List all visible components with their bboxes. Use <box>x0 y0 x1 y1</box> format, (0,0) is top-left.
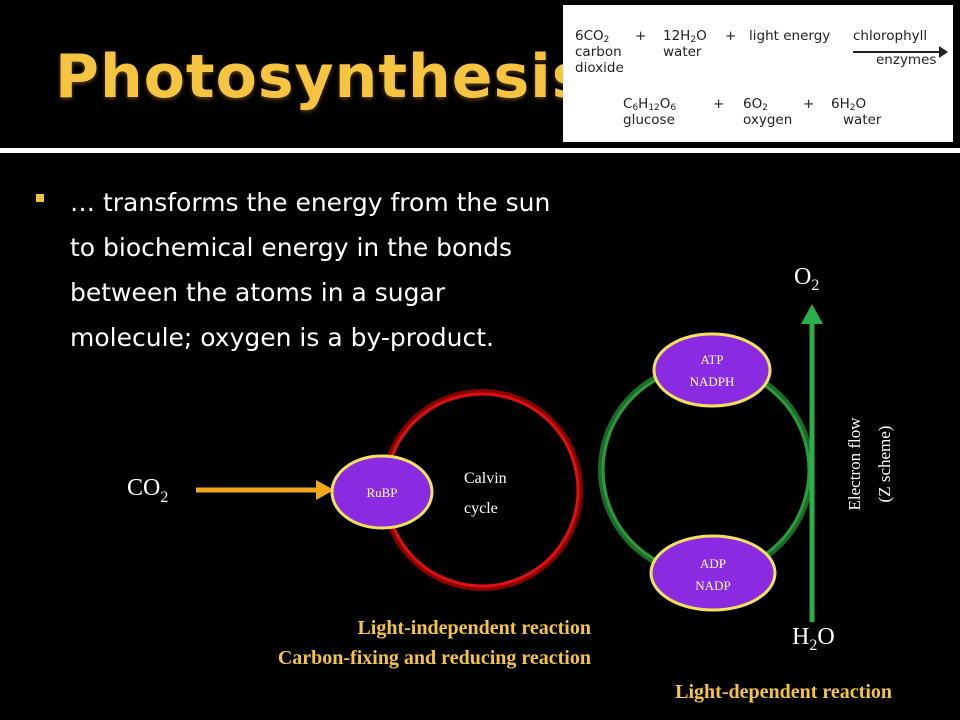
oxygen-formula: 6O2 <box>743 96 768 114</box>
h2o-label: H2O <box>792 624 835 654</box>
carbon-fixing-caption: Carbon-fixing and reducing reaction <box>278 647 591 669</box>
electron-flow-label: Electron flow <box>845 417 864 511</box>
bullet-text: … transforms the energy from the sun to … <box>70 180 660 360</box>
light-dependent-caption: Light-dependent reaction <box>675 681 892 703</box>
o2-label: O2 <box>794 264 819 294</box>
page-title: Photosynthesis <box>55 42 589 112</box>
adp-nadp-node: ADP NADP <box>649 534 777 612</box>
bullet-line: … transforms the energy from the sun <box>70 188 551 217</box>
co2-input-arrow <box>196 480 334 500</box>
water-formula: 12H2O <box>663 28 707 46</box>
title-divider <box>0 148 960 153</box>
reaction-arrow-head <box>939 46 948 58</box>
rubp-label: RuBP <box>366 485 397 500</box>
water-product-label: water <box>843 112 882 128</box>
reaction-arrow <box>853 51 945 53</box>
atp-nadph-node: ATP NADPH <box>652 332 772 408</box>
electron-flow-arrow <box>801 304 823 622</box>
dioxide-label: dioxide <box>575 60 624 76</box>
glucose-formula: C6H12O6 <box>623 96 677 114</box>
water-product-formula: 6H2O <box>831 96 867 114</box>
photosynthesis-equation-box: 6CO2 + 12H2O + light energy carbon dioxi… <box>563 5 953 142</box>
water-label: water <box>663 44 702 60</box>
plus-sign: + <box>635 28 647 44</box>
atp-label: ATP <box>700 352 723 367</box>
bullet-line: between the atoms in a sugar <box>70 278 446 307</box>
oxygen-label: oxygen <box>743 112 793 128</box>
calvin-label: Calvin <box>464 470 507 487</box>
bullet-line: to biochemical energy in the bonds <box>70 233 513 262</box>
bullet-line: molecule; oxygen is a by-product. <box>70 323 494 352</box>
nadp-label: NADP <box>695 578 730 593</box>
light-independent-caption: Light-independent reaction <box>357 617 591 639</box>
plus-sign: + <box>725 28 737 44</box>
plus-sign: + <box>803 96 815 112</box>
co2-label: CO2 <box>127 475 168 506</box>
adp-label: ADP <box>700 556 726 571</box>
carbon-label: carbon <box>575 44 622 60</box>
plus-sign: + <box>713 96 725 112</box>
chlorophyll-label: chlorophyll <box>853 28 928 44</box>
cycle-label: cycle <box>464 500 498 517</box>
glucose-label: glucose <box>623 112 675 128</box>
z-scheme-label: (Z scheme) <box>875 426 894 503</box>
bullet-square-icon <box>36 194 44 202</box>
rubp-node: RuBP <box>330 454 434 530</box>
equation-line1: 6CO2 <box>575 28 610 46</box>
light-energy-label: light energy <box>749 28 831 44</box>
enzymes-label: enzymes <box>876 52 937 68</box>
nadph-label: NADPH <box>690 374 735 389</box>
